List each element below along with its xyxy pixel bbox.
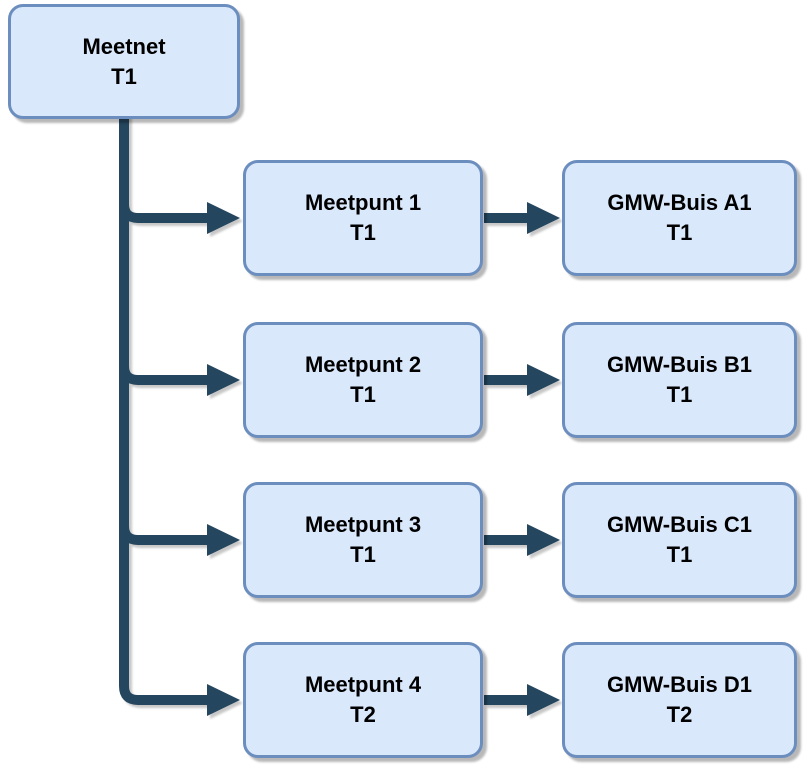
gmw-arrowhead-4 bbox=[527, 684, 560, 716]
node-gmw-buis-a1: GMW-Buis A1 T1 bbox=[562, 160, 797, 276]
gmw-arrowhead-3 bbox=[527, 524, 560, 556]
branch-arrowhead-4 bbox=[207, 684, 240, 716]
node-sublabel: T1 bbox=[111, 63, 137, 89]
node-meetnet: Meetnet T1 bbox=[8, 4, 240, 119]
node-label: GMW-Buis B1 bbox=[607, 352, 752, 377]
branch-connector-2 bbox=[119, 365, 210, 385]
node-sublabel: T1 bbox=[350, 382, 376, 407]
node-meetpunt-3: Meetpunt 3 T1 bbox=[243, 482, 483, 598]
branch-connector-1 bbox=[119, 203, 210, 223]
node-sublabel: T1 bbox=[666, 220, 693, 245]
node-label: Meetpunt 1 bbox=[304, 190, 422, 215]
branch-connector-3 bbox=[119, 525, 210, 545]
node-sublabel: T2 bbox=[350, 702, 376, 727]
branch-arrowhead-3 bbox=[207, 524, 240, 556]
node-sublabel: T1 bbox=[350, 542, 376, 567]
node-label: Meetpunt 4 bbox=[304, 672, 422, 697]
node-label: GMW-Buis D1 bbox=[607, 672, 752, 697]
node-gmw-buis-c1: GMW-Buis C1 T1 bbox=[562, 482, 797, 598]
node-meetpunt-1: Meetpunt 1 T1 bbox=[243, 160, 483, 276]
node-gmw-buis-b1: GMW-Buis B1 T1 bbox=[562, 322, 797, 438]
gmw-arrowhead-1 bbox=[527, 202, 560, 234]
node-sublabel: T1 bbox=[350, 220, 376, 245]
node-sublabel: T2 bbox=[666, 702, 693, 727]
node-label: GMW-Buis C1 bbox=[607, 512, 752, 537]
node-sublabel: T1 bbox=[666, 542, 693, 567]
branch-arrowhead-2 bbox=[207, 364, 240, 396]
node-label: Meetpunt 2 bbox=[304, 352, 422, 377]
node-gmw-buis-d1: GMW-Buis D1 T2 bbox=[562, 642, 797, 758]
node-label: Meetpunt 3 bbox=[304, 512, 422, 537]
node-label: GMW-Buis A1 bbox=[607, 190, 752, 215]
node-label: Meetnet bbox=[82, 33, 166, 59]
gmw-arrowhead-2 bbox=[527, 364, 560, 396]
branch-arrowhead-1 bbox=[207, 202, 240, 234]
node-meetpunt-2: Meetpunt 2 T1 bbox=[243, 322, 483, 438]
node-sublabel: T1 bbox=[666, 382, 693, 407]
node-meetpunt-4: Meetpunt 4 T2 bbox=[243, 642, 483, 758]
trunk-connector bbox=[119, 112, 210, 705]
